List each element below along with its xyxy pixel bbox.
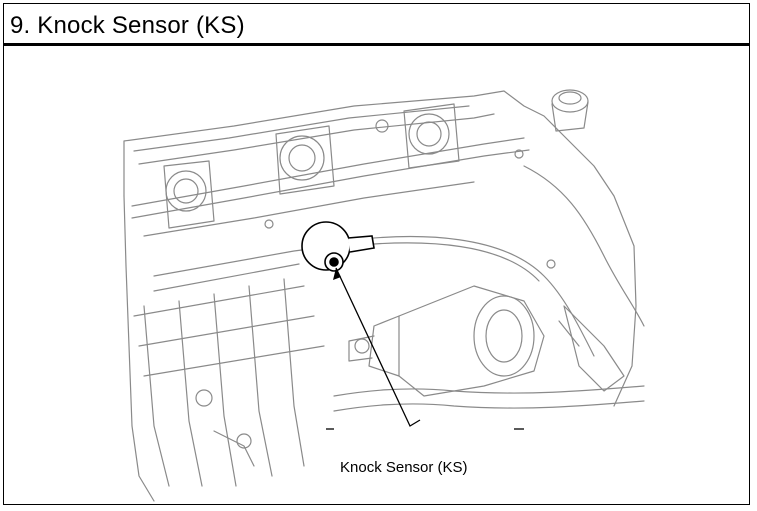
starter-motor [348, 285, 545, 397]
oil-filler-cap [551, 89, 589, 132]
title-bar: 9. Knock Sensor (KS) [4, 4, 749, 46]
wiring-harness [343, 165, 645, 392]
callout-leader [326, 267, 524, 430]
knock-sensor [301, 221, 375, 272]
callout-arrowhead [333, 268, 341, 280]
engine-block-outline [123, 90, 637, 502]
cylinder-head-ports [163, 103, 460, 229]
knock-sensor-label: Knock Sensor (KS) [338, 459, 470, 476]
bolts [264, 119, 556, 269]
lower-pipe [195, 385, 645, 467]
intake-runners [133, 278, 325, 487]
engine-illustration: Knock Sensor (KS) [4, 46, 751, 504]
figure-frame: 9. Knock Sensor (KS) [3, 3, 750, 505]
page-title: 9. Knock Sensor (KS) [10, 12, 245, 39]
